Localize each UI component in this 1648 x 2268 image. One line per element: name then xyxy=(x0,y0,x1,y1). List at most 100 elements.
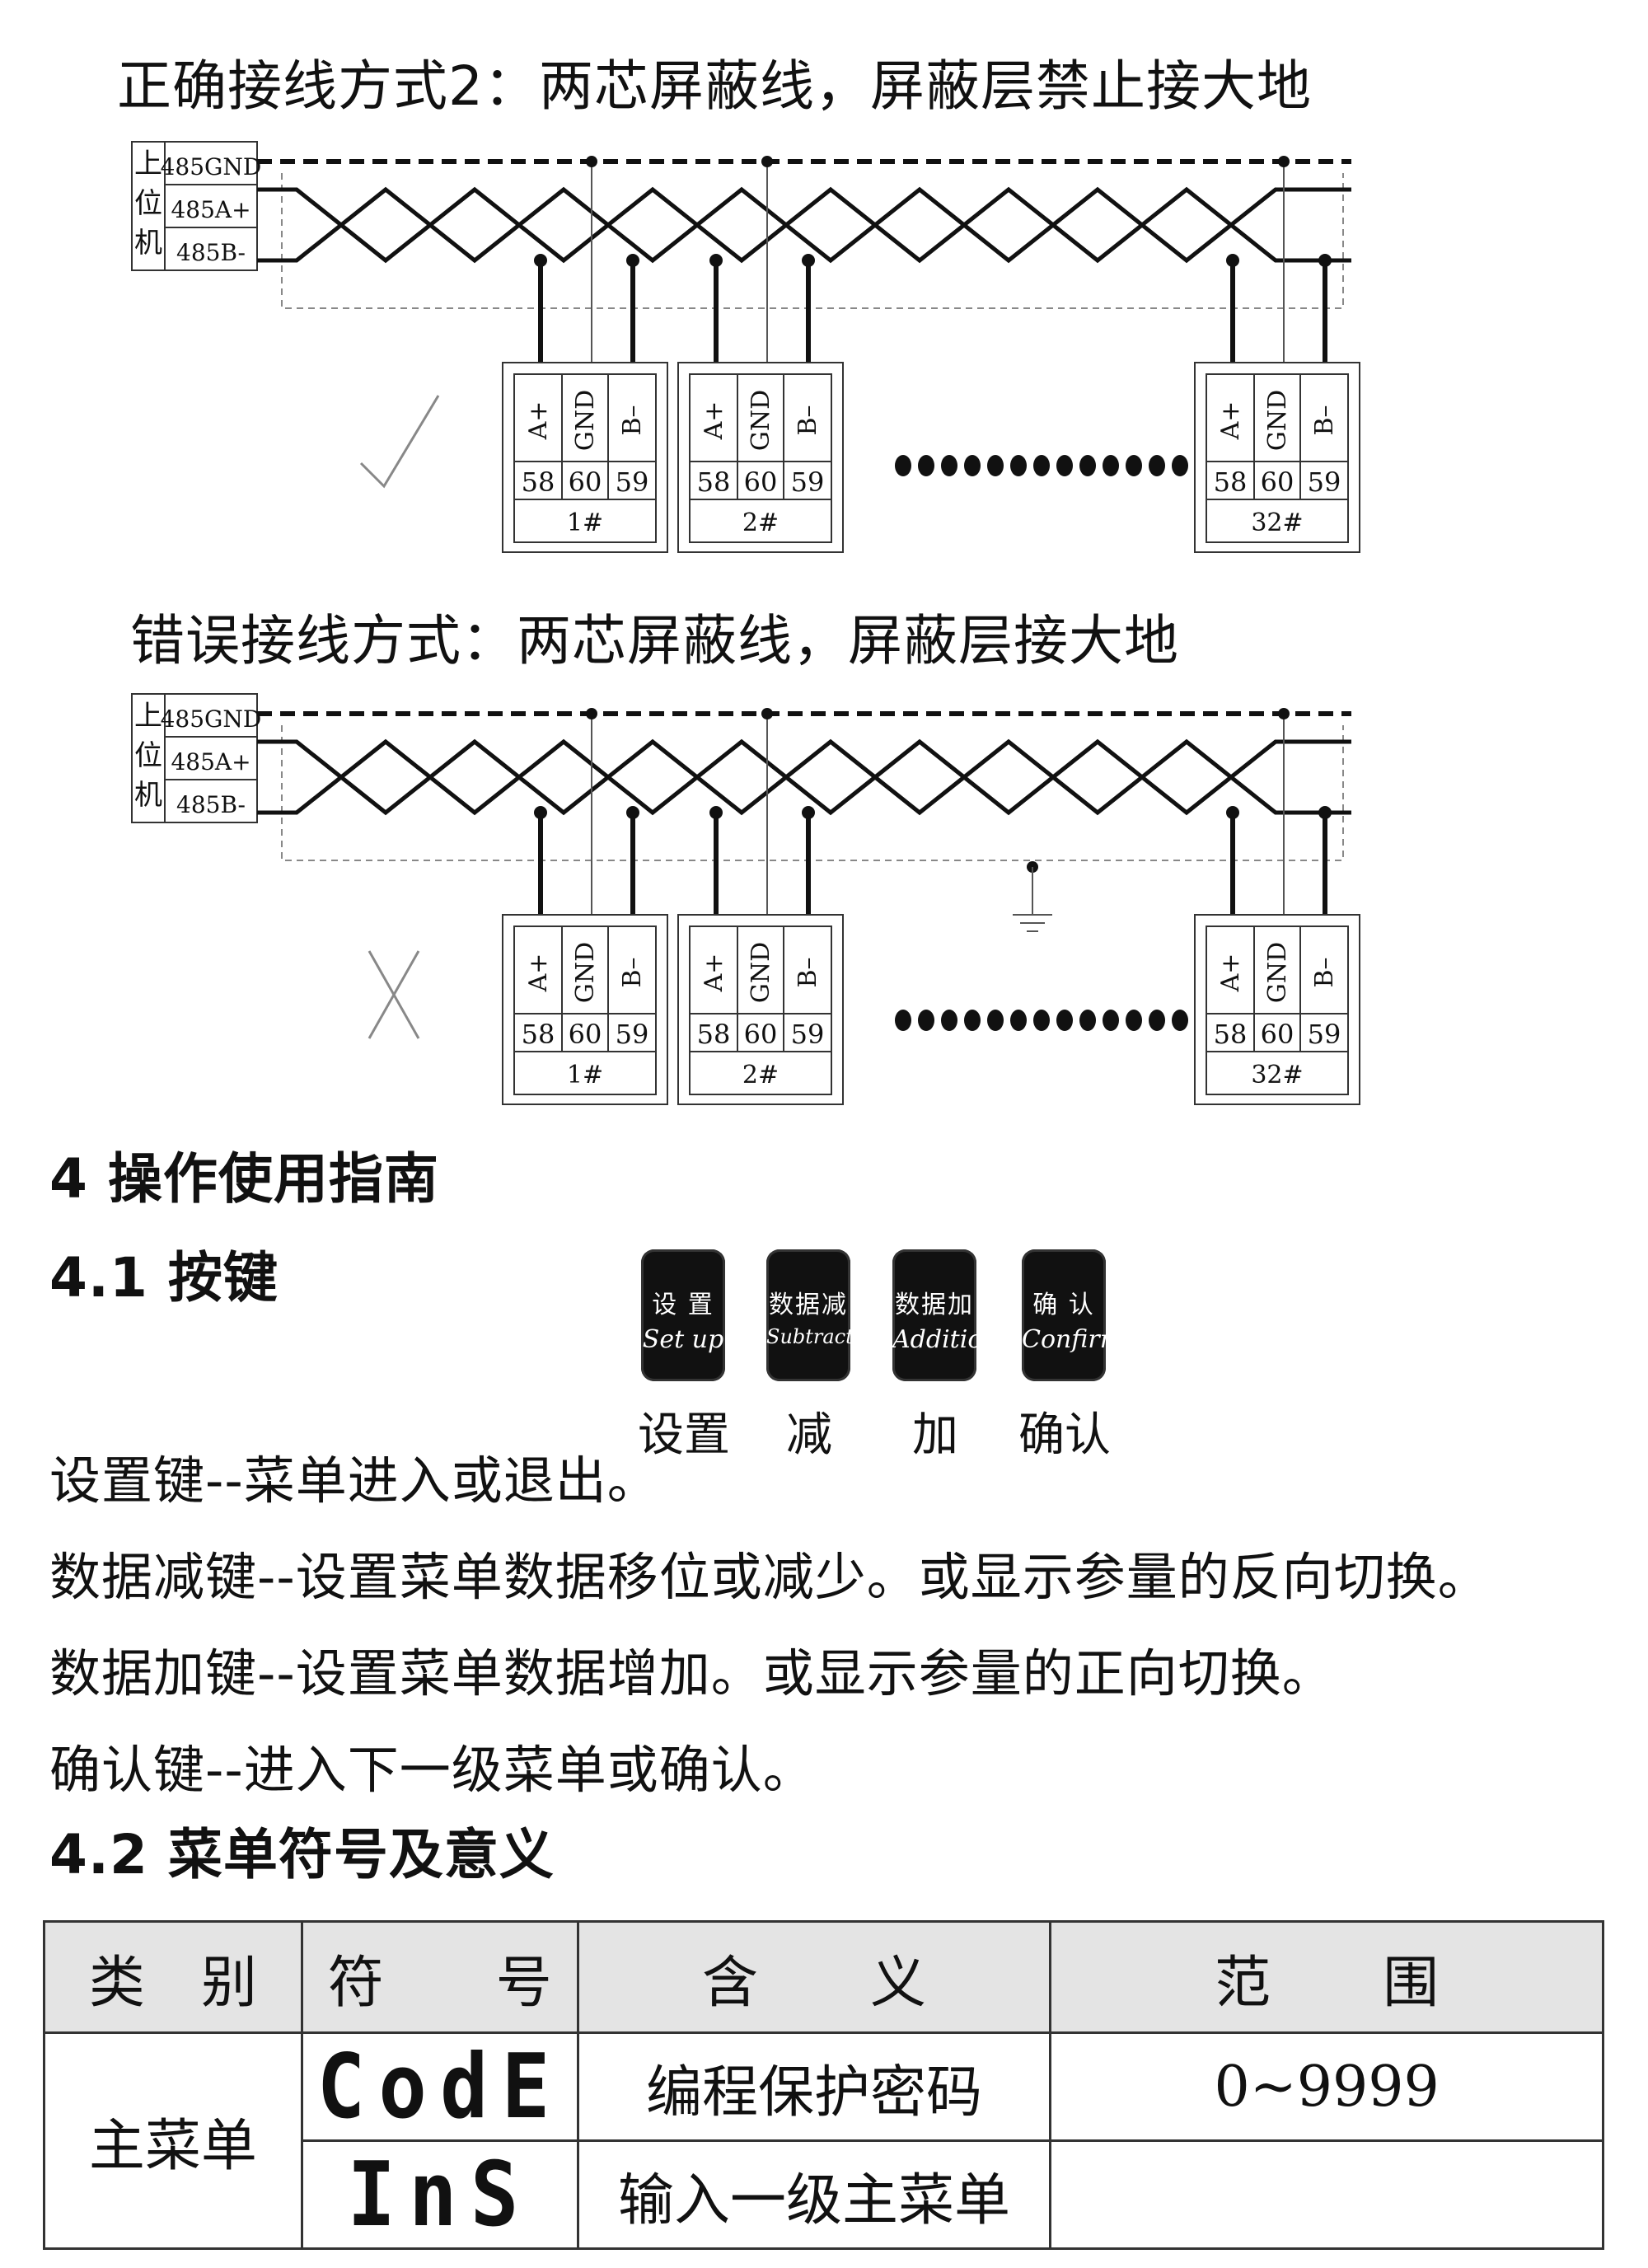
symbol-code: CodE xyxy=(316,2035,564,2139)
terminal-label: A+ xyxy=(700,401,728,441)
ellipsis-dot xyxy=(1103,455,1119,476)
subtraction-key-cn: 数据减 xyxy=(769,1291,848,1319)
ellipsis-dot xyxy=(1079,455,1096,476)
junction-dot xyxy=(802,254,815,267)
ellipsis-dot xyxy=(1172,455,1188,476)
confirm-key-en: Confirm xyxy=(1022,1325,1124,1354)
terminal-number: 58 xyxy=(697,1019,731,1050)
device-number: 1# xyxy=(567,1061,603,1089)
category-cell: 主菜单 xyxy=(43,2031,303,2250)
ellipsis-dot xyxy=(1033,455,1050,476)
junction-dot xyxy=(586,156,597,167)
diagram1-title: 正确接线方式2：两芯屏蔽线，屏蔽层禁止接大地 xyxy=(117,54,1312,118)
ellipsis-dot xyxy=(895,455,911,476)
ellipsis-dot xyxy=(1103,1010,1119,1031)
device-inner xyxy=(513,925,657,1095)
ellipsis-dot xyxy=(964,455,981,476)
terminal-label: A+ xyxy=(524,954,553,993)
ellipsis-dot xyxy=(987,455,1004,476)
section-42-title: 4.2 菜单符号及意义 xyxy=(49,1823,555,1886)
device-number: 32# xyxy=(1251,1061,1303,1089)
terminal-number: 59 xyxy=(1308,1019,1341,1050)
subtraction-key-en: Subtraction xyxy=(766,1325,885,1348)
terminal-label: GND xyxy=(1263,390,1292,451)
section-41-title: 4.1 按键 xyxy=(49,1246,279,1310)
host-pin-label: 485GND xyxy=(161,153,262,180)
ellipsis-dot xyxy=(987,1010,1004,1031)
device-inner xyxy=(689,373,832,543)
addition-key[interactable]: 数据加 Addition xyxy=(892,1249,999,1381)
device-number: 2# xyxy=(742,508,779,537)
junction-dot xyxy=(1278,708,1290,719)
confirm-key[interactable]: 确 认 Confirm xyxy=(1022,1249,1124,1381)
confirm-key-cn: 确 认 xyxy=(1032,1291,1095,1319)
ellipsis-dot xyxy=(1010,455,1027,476)
ellipsis-dot xyxy=(918,1010,934,1031)
addition-key-en: Addition xyxy=(892,1325,999,1354)
confirm-key-description: 确认键--进入下一级菜单或确认。 xyxy=(49,1740,815,1800)
terminal-label: B– xyxy=(618,957,647,987)
junction-dot xyxy=(626,806,639,819)
shield-outline xyxy=(281,173,1344,309)
terminal-number: 60 xyxy=(1261,1019,1295,1050)
subtraction-key[interactable]: 数据减 Subtraction xyxy=(766,1249,885,1381)
setup-key-label: 设置 xyxy=(638,1408,730,1462)
host-pin-label: 485A+ xyxy=(171,196,250,223)
terminal-label: GND xyxy=(747,942,775,1003)
terminal-label: A+ xyxy=(700,954,728,993)
terminal-number: 60 xyxy=(744,466,778,498)
ellipsis-dot xyxy=(918,455,934,476)
cross-mark-icon xyxy=(368,950,420,1039)
addition-key-description: 数据加键--设置菜单数据增加。或显示参量的正向切换。 xyxy=(49,1643,1334,1703)
table-row: InS 输入一级主菜单 xyxy=(44,2139,1604,2250)
terminal-number: 58 xyxy=(1214,466,1248,498)
ellipsis-dot xyxy=(1056,1010,1073,1031)
terminal-label: A+ xyxy=(1216,401,1245,441)
setup-key-cn: 设 置 xyxy=(652,1291,714,1319)
device-inner xyxy=(1206,373,1349,543)
header-range: 范 围 xyxy=(1049,1920,1604,2034)
junction-dot xyxy=(1226,806,1239,819)
symbol-cell: CodE xyxy=(300,2031,579,2142)
device-number: 2# xyxy=(742,1061,779,1089)
header-category: 类 别 xyxy=(43,1920,303,2034)
ellipsis-dot xyxy=(1172,1010,1188,1031)
terminal-number: 58 xyxy=(697,466,731,498)
junction-dot xyxy=(586,708,597,719)
terminal-number: 58 xyxy=(1214,1019,1248,1050)
ellipsis-dot xyxy=(1126,455,1142,476)
subtraction-key-description: 数据减键--设置菜单数据移位或减少。或显示参量的反向切换。 xyxy=(49,1547,1490,1607)
range-cell: 0~9999 xyxy=(1049,2031,1604,2142)
device-number: 1# xyxy=(567,508,603,537)
device-inner xyxy=(689,925,832,1095)
line-a xyxy=(257,186,1351,264)
terminal-number: 60 xyxy=(569,1019,602,1050)
junction-dot xyxy=(626,254,639,267)
host-label-char: 机 xyxy=(134,779,162,812)
symbol-cell: InS xyxy=(300,2139,579,2250)
setup-key[interactable]: 设 置 Set up xyxy=(641,1249,725,1381)
terminal-label: B– xyxy=(794,957,822,987)
host-label-char: 机 xyxy=(134,227,162,260)
host-box xyxy=(131,141,258,271)
terminal-label: GND xyxy=(571,390,600,451)
terminal-label: A+ xyxy=(1216,954,1245,993)
confirm-key-label: 确认 xyxy=(1018,1408,1111,1462)
host-pin-label: 485A+ xyxy=(171,748,250,776)
header-meaning: 含 义 xyxy=(576,1920,1052,2034)
terminal-label: B– xyxy=(1310,957,1339,987)
setup-key-en: Set up xyxy=(642,1325,724,1354)
device-inner xyxy=(513,373,657,543)
range-cell xyxy=(1049,2139,1604,2250)
ellipsis-dot xyxy=(1056,455,1073,476)
ellipsis-dot xyxy=(895,1010,911,1031)
diagram2-title: 错误接线方式：两芯屏蔽线，屏蔽层接大地 xyxy=(130,609,1179,672)
ellipsis-dot xyxy=(1079,1010,1096,1031)
ellipsis-dot xyxy=(1033,1010,1050,1031)
header-symbol: 符 号 xyxy=(300,1920,579,2034)
junction-dot xyxy=(802,806,815,819)
terminal-label: GND xyxy=(571,942,600,1003)
terminal-number: 59 xyxy=(616,1019,649,1050)
junction-dot xyxy=(709,806,723,819)
